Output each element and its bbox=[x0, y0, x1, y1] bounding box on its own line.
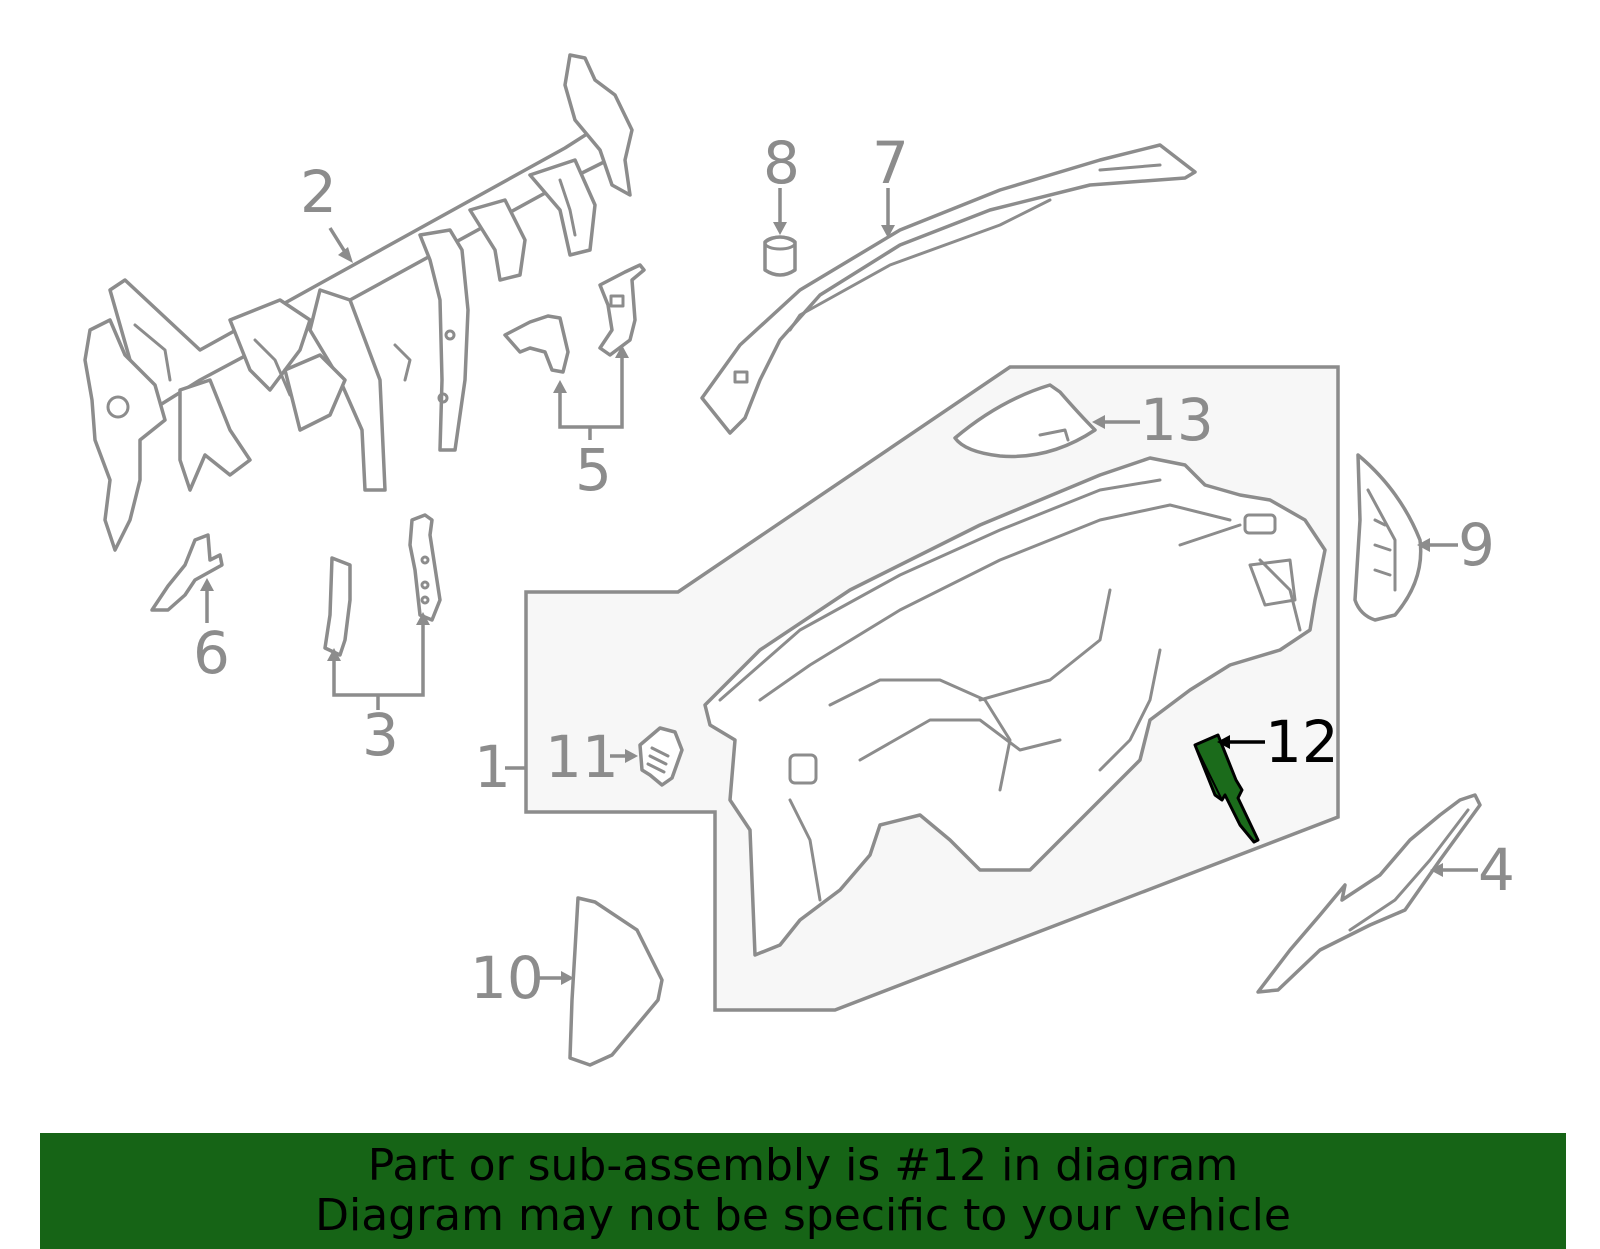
banner-line-disclaimer: Diagram may not be specific to your vehi… bbox=[315, 1190, 1291, 1241]
instrument-panel-1-part bbox=[703, 456, 1327, 957]
speaker-grille-13-part bbox=[953, 383, 1097, 459]
leader-lines bbox=[200, 188, 1478, 985]
callout-5: 5 bbox=[575, 436, 612, 504]
callout-10: 10 bbox=[470, 944, 544, 1012]
info-banner: Part or sub-assembly is #12 in diagram D… bbox=[40, 1133, 1566, 1249]
bracket-6-part bbox=[150, 533, 224, 612]
bracket-5-parts bbox=[503, 263, 646, 374]
callout-7: 7 bbox=[872, 129, 909, 197]
callout-6: 6 bbox=[193, 619, 230, 687]
defroster-panel-7-part bbox=[700, 143, 1197, 435]
callout-3: 3 bbox=[362, 701, 399, 769]
clip-8-part bbox=[763, 235, 797, 277]
callout-2: 2 bbox=[300, 158, 337, 226]
trim-strip-4-part bbox=[1256, 793, 1482, 994]
callout-13: 13 bbox=[1140, 386, 1214, 454]
banner-line-part-number: Part or sub-assembly is #12 in diagram bbox=[367, 1140, 1239, 1191]
side-cover-10-part bbox=[568, 896, 664, 1067]
callout-1: 1 bbox=[474, 733, 511, 801]
callout-4: 4 bbox=[1478, 836, 1515, 904]
callout-9: 9 bbox=[1458, 511, 1495, 579]
cross-car-beam-part bbox=[83, 53, 634, 552]
parts-diagram: 2 8 7 5 6 3 13 9 1 11 12 10 4 bbox=[83, 53, 1515, 1067]
end-panel-9-part bbox=[1353, 453, 1423, 622]
air-vent-11-part bbox=[638, 726, 684, 787]
callout-8: 8 bbox=[763, 129, 800, 197]
callout-12: 12 bbox=[1265, 708, 1339, 776]
highlighted-part-12 bbox=[1193, 733, 1260, 844]
callout-11: 11 bbox=[545, 723, 619, 791]
bracket-3-parts bbox=[323, 513, 442, 657]
